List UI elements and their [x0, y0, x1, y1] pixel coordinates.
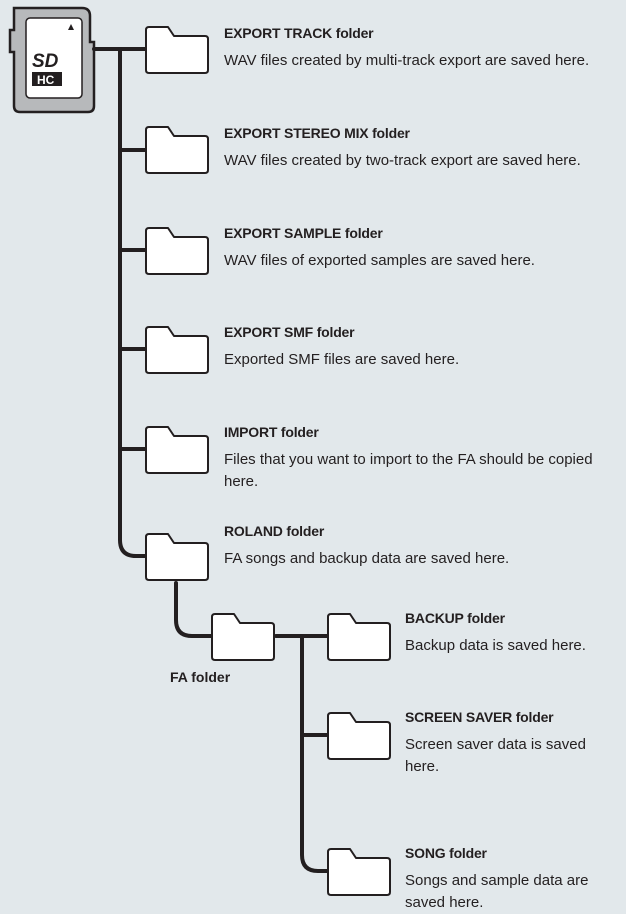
- roland-folder: ROLAND folder FA songs and backup data a…: [224, 522, 616, 570]
- import-folder: IMPORT folder Files that you want to imp…: [224, 423, 616, 493]
- folder-description: Songs and sample data are saved here.: [405, 872, 589, 911]
- folder-icon: [145, 533, 209, 581]
- folder-title: IMPORT folder: [224, 424, 319, 440]
- folder-title: EXPORT TRACK folder: [224, 25, 374, 41]
- backup-folder: BACKUP folder Backup data is saved here.: [405, 609, 617, 657]
- sd-card-label-top: SD: [32, 51, 59, 72]
- song-folder: SONG folder Songs and sample data are sa…: [405, 844, 617, 914]
- folder-icon: [145, 426, 209, 474]
- folder-title: SCREEN SAVER folder: [405, 709, 554, 725]
- export-sample-folder: EXPORT SAMPLE folder WAV files of export…: [224, 224, 616, 272]
- folder-icon: [327, 613, 391, 661]
- export-stereo-mix-folder: EXPORT STEREO MIX folder WAV files creat…: [224, 124, 616, 172]
- folder-description: FA songs and backup data are saved here.: [224, 550, 510, 567]
- folder-description: Screen saver data is saved here.: [405, 736, 586, 775]
- folder-icon: [145, 26, 209, 74]
- folder-title: EXPORT SMF folder: [224, 324, 355, 340]
- folder-description: Exported SMF files are saved here.: [224, 351, 460, 368]
- folder-description: WAV files created by multi-track export …: [224, 52, 590, 69]
- folder-title: ROLAND folder: [224, 523, 325, 539]
- folder-title: EXPORT SAMPLE folder: [224, 225, 383, 241]
- export-track-folder: EXPORT TRACK folder WAV files created by…: [224, 24, 616, 72]
- sdhc-card-icon: SD HC: [8, 6, 96, 114]
- screen-saver-folder: SCREEN SAVER folder Screen saver data is…: [405, 708, 610, 778]
- folder-description: Backup data is saved here.: [405, 637, 586, 654]
- folder-icon: [327, 848, 391, 896]
- fa-folder-label: FA folder: [170, 669, 231, 685]
- folder-description: WAV files created by two-track export ar…: [224, 152, 581, 169]
- folder-title: SONG folder: [405, 845, 487, 861]
- fa-folder-icon: [211, 613, 275, 661]
- folder-description: WAV files of exported samples are saved …: [224, 252, 535, 269]
- folder-icon: [145, 126, 209, 174]
- folder-title: BACKUP folder: [405, 610, 505, 626]
- folder-icon: [145, 326, 209, 374]
- export-smf-folder: EXPORT SMF folder Exported SMF files are…: [224, 323, 616, 371]
- sd-card-label-bottom: HC: [37, 73, 55, 87]
- folder-description: Files that you want to import to the FA …: [224, 451, 593, 490]
- folder-icon: [327, 712, 391, 760]
- folder-icon: [145, 227, 209, 275]
- folder-title: EXPORT STEREO MIX folder: [224, 125, 410, 141]
- tree-lines: [92, 47, 330, 873]
